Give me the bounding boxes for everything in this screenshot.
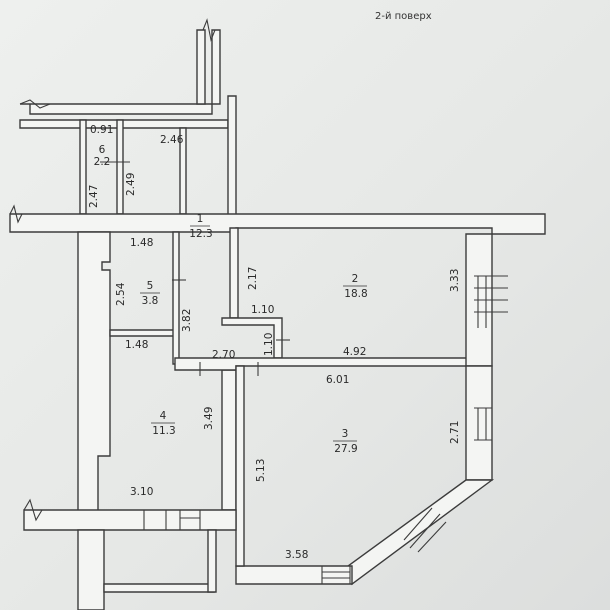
dim-2-17: 2.17 (247, 267, 259, 290)
dim-2-46: 2.46 (160, 134, 184, 146)
wall-room3-right (465, 365, 493, 481)
room-3-number: 3 (342, 428, 349, 440)
room-6: 6 2.2 (94, 144, 111, 168)
room-1-area: 12.3 (189, 228, 212, 240)
dim-1-48-bottom: 1.48 (125, 339, 148, 351)
wall-shaft-left (196, 29, 206, 105)
wall-room6-right (116, 119, 124, 215)
dim-6-01: 6.01 (326, 374, 349, 386)
room-2: 2 18.8 (343, 273, 368, 300)
dim-3-33: 3.33 (449, 269, 461, 292)
wall-column-5-1 (172, 231, 180, 365)
wall-room4-bottom (23, 509, 237, 531)
wall-room3-left (235, 365, 245, 567)
wall-bottom-annex-3 (207, 529, 217, 593)
break-line-bottom-left (23, 498, 43, 522)
wall-room5-bottom (109, 329, 179, 337)
window-room3-bottom (321, 566, 351, 584)
dimension-labels: 0.91 2.46 2.47 2.49 1.48 2.54 3.82 1.48 … (88, 124, 461, 561)
dim-3-58: 3.58 (285, 549, 308, 561)
dim-1-10-vertical: 1.10 (263, 333, 275, 356)
break-line-top (202, 18, 216, 42)
wall-left-vertical (77, 231, 111, 513)
room-5: 5 3.8 (140, 280, 160, 307)
dimension-ticks (100, 161, 290, 376)
room-3: 3 27.9 (333, 428, 358, 455)
room-5-area: 3.8 (142, 295, 159, 307)
wall-room3-bottom (235, 565, 353, 585)
room-1: 1 12.3 (189, 213, 212, 240)
dim-5-13: 5.13 (255, 459, 267, 482)
dim-2-71: 2.71 (449, 421, 461, 444)
wall-room2-left (229, 227, 239, 319)
wall-bottom-annex (77, 529, 105, 610)
room-6-area: 2.2 (94, 156, 111, 168)
room-4-number: 4 (160, 410, 167, 422)
wall-corridor-right (227, 95, 237, 217)
dim-3-49: 3.49 (203, 407, 215, 430)
room-5-number: 5 (147, 280, 154, 292)
wall-mid-band (9, 213, 546, 235)
dim-3-82: 3.82 (181, 309, 193, 332)
room-2-number: 2 (352, 273, 359, 285)
room-1-number: 1 (197, 213, 204, 225)
wall-room6-left (79, 119, 87, 215)
dim-4-92: 4.92 (343, 346, 366, 358)
break-line-top-left (19, 99, 51, 109)
dim-1-48-top: 1.48 (130, 237, 153, 249)
dim-2-54: 2.54 (115, 282, 127, 306)
dim-2-49: 2.49 (125, 173, 137, 196)
floor-title: 2-й поверх (375, 11, 432, 22)
wall-top-upper (19, 119, 229, 129)
room-4-area: 11.3 (152, 425, 175, 437)
dim-0-91: 0.91 (90, 124, 113, 136)
walls (9, 29, 546, 610)
wall-top-left (20, 103, 213, 115)
wall-bottom-annex-2 (103, 583, 215, 593)
wall-room4-right (221, 369, 237, 511)
dim-2-47: 2.47 (88, 185, 100, 208)
room-3-area: 27.9 (334, 443, 357, 455)
break-line-left (9, 204, 23, 224)
room-2-area: 18.8 (344, 288, 367, 300)
dim-1-10-horizontal: 1.10 (251, 304, 274, 316)
dim-3-10: 3.10 (130, 486, 153, 498)
room-4: 4 11.3 (151, 410, 176, 437)
window-room2 (474, 275, 508, 328)
wall-shaft-right (211, 29, 221, 105)
room-labels: 1 12.3 2 18.8 3 27.9 4 11.3 5 3.8 6 2.2 (94, 144, 368, 455)
wall-diagonal (347, 479, 495, 586)
window-diagonal (403, 507, 447, 553)
window-room3 (474, 407, 492, 441)
dim-2-70: 2.70 (212, 349, 235, 361)
room-6-number: 6 (99, 144, 106, 156)
window-room4-bottom (143, 510, 201, 530)
windows (143, 275, 508, 584)
break-lines (9, 18, 216, 522)
